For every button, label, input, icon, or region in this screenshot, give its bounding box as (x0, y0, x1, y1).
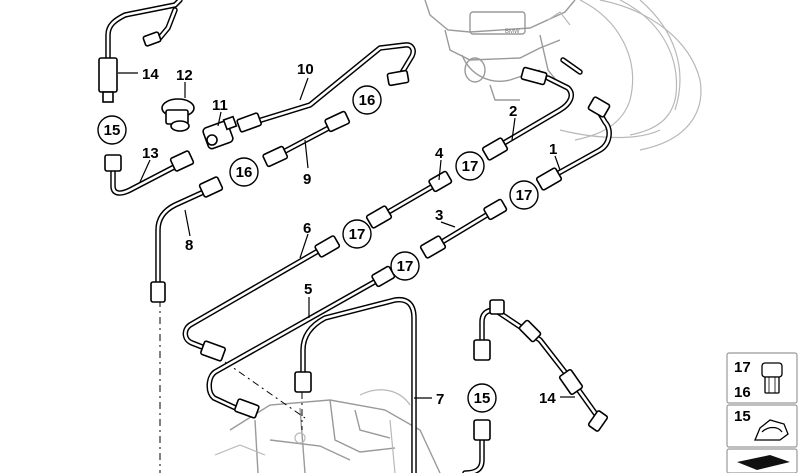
svg-text:16: 16 (359, 92, 376, 109)
svg-text:17: 17 (516, 187, 533, 204)
brake-hose-14-bottom (473, 299, 609, 432)
circle-ref-17-c: 17 (342, 219, 372, 249)
brake-tee-11 (202, 115, 238, 150)
circle-ref-15-bottom: 15 (467, 383, 497, 413)
circle-ref-17-a: 17 (455, 151, 485, 181)
brake-line-5 (206, 265, 396, 419)
brake-line-7 (294, 296, 417, 473)
brake-line-3 (419, 198, 508, 259)
label-part-5: 5 (304, 281, 312, 298)
label-part-13: 13 (142, 145, 159, 162)
label-part-6: 6 (303, 220, 311, 237)
legend-fitting-icon (761, 362, 783, 394)
svg-text:BMW: BMW (505, 29, 520, 35)
legend-label-17: 17 (734, 359, 751, 376)
brake-line-bottom (462, 419, 491, 473)
label-part-9: 9 (303, 171, 311, 188)
legend-scale-icon (737, 455, 790, 470)
label-part-3: 3 (435, 207, 443, 224)
pressure-sensor-12 (161, 98, 195, 132)
label-part-12: 12 (176, 67, 193, 84)
label-part-14-top: 14 (142, 66, 159, 83)
brake-line-1 (535, 57, 612, 191)
brake-line-10 (236, 42, 416, 133)
circle-ref-15-left: 15 (97, 115, 127, 145)
label-part-2: 2 (509, 103, 517, 120)
brake-line-4 (365, 170, 453, 229)
svg-text:15: 15 (474, 390, 491, 407)
label-part-7: 7 (436, 391, 444, 408)
svg-text:15: 15 (104, 122, 121, 139)
brake-line-8 (150, 176, 224, 303)
brake-line-13 (104, 150, 195, 196)
circle-ref-17-b: 17 (509, 180, 539, 210)
label-part-4: 4 (435, 145, 444, 162)
circle-ref-16-upper: 16 (352, 85, 382, 115)
label-part-11: 11 (212, 97, 228, 114)
abs-unit-ghost (214, 389, 441, 473)
label-part-8: 8 (185, 237, 193, 254)
legend-label-16: 16 (734, 384, 751, 401)
svg-text:17: 17 (462, 158, 479, 175)
svg-text:17: 17 (397, 258, 414, 275)
circle-ref-17-d: 17 (390, 251, 420, 281)
label-part-1: 1 (549, 141, 557, 158)
master-cylinder-ghost: BMW (424, 0, 576, 101)
leader-lines (118, 72, 575, 399)
label-part-14-bottom: 14 (539, 390, 556, 407)
circle-ref-16-left: 16 (229, 157, 259, 187)
svg-text:17: 17 (349, 226, 366, 243)
brake-booster-ghost (559, 0, 702, 151)
brake-line-2 (481, 66, 574, 161)
svg-text:16: 16 (236, 164, 253, 181)
brake-line-top-left (98, 0, 183, 103)
brake-line-9 (262, 110, 351, 168)
label-part-10: 10 (297, 61, 314, 78)
legend-panel: 17 16 15 (726, 352, 798, 473)
legend-clip-icon (754, 419, 789, 441)
brake-line-6 (182, 235, 341, 362)
legend-label-15: 15 (734, 408, 751, 425)
